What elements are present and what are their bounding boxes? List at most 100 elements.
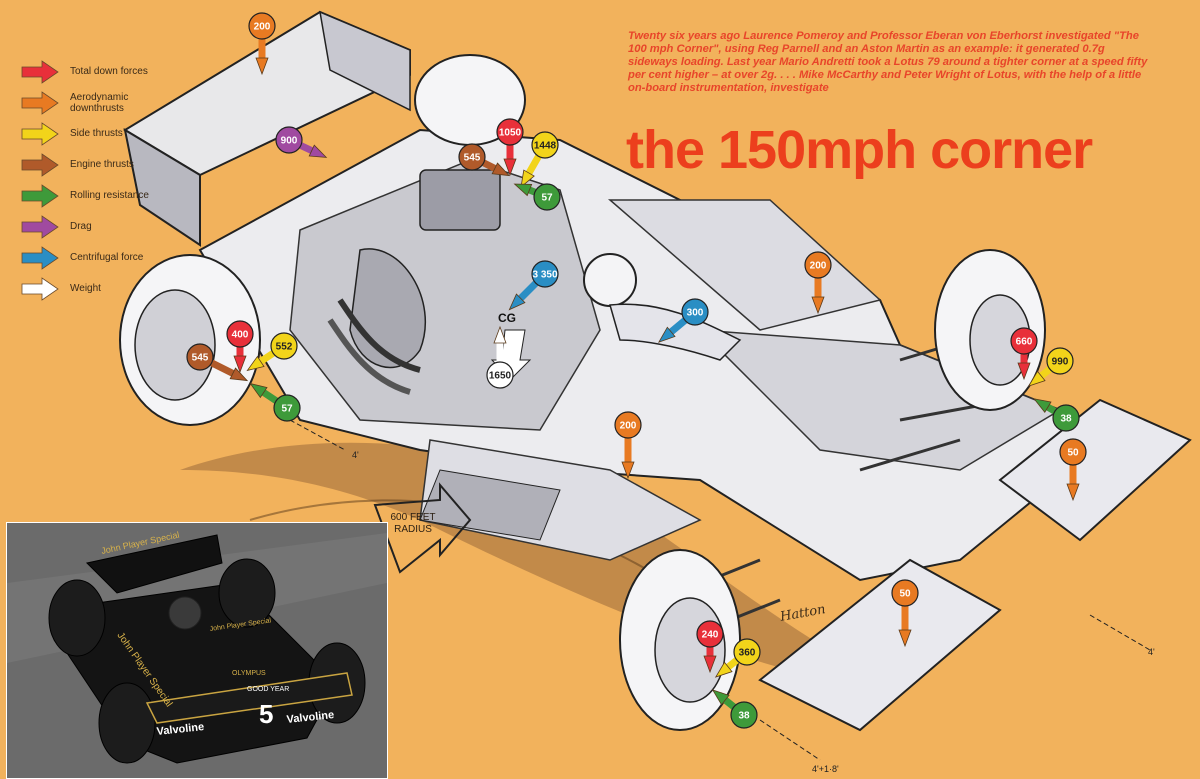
legend-item: Weight [20, 273, 160, 304]
force-badge-side: 990 [1027, 347, 1074, 387]
force-badge-rolling: 57 [249, 382, 301, 422]
force-value: 38 [738, 711, 750, 722]
legend-item: Centrifugal force [20, 242, 160, 273]
force-badge-down: 1050 [496, 118, 524, 177]
force-value: 360 [739, 648, 756, 659]
force-badge-side: 1448 [520, 131, 559, 188]
legend-arrow-icon [21, 276, 59, 301]
dimension-line-front-left [759, 719, 821, 761]
force-badge-circle [458, 143, 486, 171]
legend-item: Rolling resistance [20, 180, 160, 211]
force-badge-centrifugal: 300 [657, 298, 709, 343]
force-value: 990 [1052, 357, 1069, 368]
force-arrowhead-icon [513, 183, 533, 197]
force-arrowhead-icon [493, 325, 507, 344]
photo-olympus-text: OLYMPUS [232, 670, 266, 677]
force-badge-aero: 50 [891, 579, 919, 648]
article-intro: Twenty six years ago Laurence Pomeroy an… [628, 30, 1148, 94]
front-wing-left [758, 558, 1002, 732]
legend-label: Side thrusts [70, 128, 123, 139]
force-badge-circle [186, 343, 214, 371]
force-value: 660 [1016, 337, 1033, 348]
force-badge-circle [531, 260, 559, 288]
force-arrowhead-icon [1066, 483, 1080, 502]
legend-arrow-icon [21, 90, 59, 115]
article-headline: the 150mph corner [626, 120, 1093, 180]
legend-item: Drag [20, 211, 160, 242]
legend-label: Aerodynamic downthrusts [70, 91, 129, 114]
force-badge-circle [1010, 327, 1038, 355]
photo-car-number: 5 [259, 699, 273, 729]
legend-item: Engine thrusts [20, 149, 160, 180]
force-arrowhead-icon [898, 629, 912, 648]
force-value: 1448 [534, 141, 557, 152]
force-value: 50 [1067, 448, 1079, 459]
force-arrowhead-icon [1017, 362, 1031, 381]
force-arrowhead-icon [508, 293, 526, 311]
cg-label: CG [498, 311, 516, 325]
force-badge-side: 552 [246, 332, 298, 372]
rear-wing [123, 10, 411, 247]
force-badge-circle [496, 118, 524, 146]
force-badge-circle [804, 251, 832, 279]
photo-valvoline-left: Valvoline [156, 721, 205, 738]
legend-item: Total down forces [20, 56, 160, 87]
force-arrowhead-icon [703, 655, 717, 674]
legend-arrow-icon [21, 152, 59, 177]
force-badge-circle [614, 411, 642, 439]
legend-label: Drag [70, 221, 92, 232]
force-badge-circle [248, 12, 276, 40]
legend-label: Engine thrusts [70, 159, 134, 170]
legend-label: Weight [70, 283, 101, 294]
photo-goodyear-text: GOOD YEAR [247, 686, 289, 693]
force-badge-side: 360 [714, 638, 761, 678]
force-badge-weight: 1650 [486, 325, 514, 389]
force-value: 400 [232, 330, 249, 341]
force-badge-circle [1046, 347, 1074, 375]
force-badge-rolling: 57 [513, 183, 561, 211]
force-badge-down: 240 [696, 620, 724, 674]
force-value: 545 [464, 153, 481, 164]
force-arrowhead-icon [503, 158, 517, 177]
force-badge-circle [275, 126, 303, 154]
legend-arrow-icon [21, 121, 59, 146]
force-arrowhead-icon [491, 162, 511, 177]
force-badge-rolling: 38 [1033, 398, 1080, 432]
photo-valvoline-right: Valvoline [286, 709, 335, 726]
force-arrowhead-icon [1033, 398, 1052, 413]
force-badge-circle [270, 332, 298, 360]
force-badge-circle [891, 579, 919, 607]
radius-arrow-icon [373, 482, 472, 574]
rear-left-tyre [119, 254, 261, 426]
force-badge-circle [273, 394, 301, 422]
force-arrowhead-icon [308, 144, 328, 158]
legend-arrow-icon [21, 214, 59, 239]
force-value: 240 [702, 630, 719, 641]
force-badge-circle [1059, 438, 1087, 466]
force-badge-down: 400 [226, 320, 254, 374]
legend-arrow-icon [21, 183, 59, 208]
legend-label: Centrifugal force [70, 252, 144, 263]
force-badge-circle [733, 638, 761, 666]
force-value: 38 [1060, 414, 1072, 425]
force-badge-circle [730, 701, 758, 729]
dimension-line-front-right [1089, 614, 1151, 651]
force-value: 3 350 [532, 270, 557, 281]
force-value: 300 [687, 308, 704, 319]
lotus-79-photo: John Player Special John Player Special … [7, 523, 387, 778]
legend-label: Total down forces [70, 66, 148, 77]
force-value: 57 [541, 193, 553, 204]
force-value: 545 [192, 353, 209, 364]
legend-item: Side thrusts [20, 118, 160, 149]
front-right-tyre [934, 249, 1046, 411]
force-arrowhead-icon [246, 355, 265, 372]
dimension-label-front-left: 4'+1·8' [812, 764, 839, 774]
force-badge-aero: 50 [1059, 438, 1087, 502]
force-value: 200 [620, 421, 637, 432]
force-arrowhead-icon [811, 296, 825, 315]
force-badge-circle [531, 131, 559, 159]
force-arrowhead-icon [229, 367, 249, 382]
car-photo-inset: John Player Special John Player Special … [6, 522, 388, 779]
